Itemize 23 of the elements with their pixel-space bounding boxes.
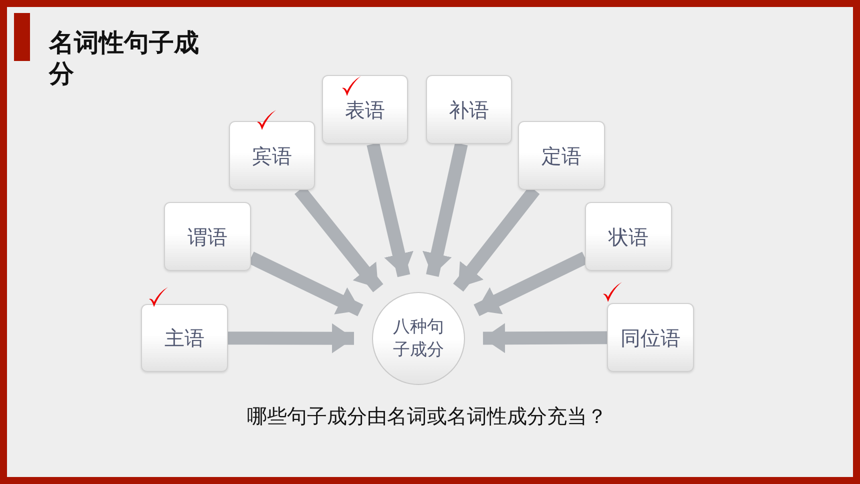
term-label: 表语 <box>345 96 385 122</box>
term-label: 补语 <box>449 96 489 122</box>
term-box <box>322 75 408 144</box>
term-label: 同位语 <box>620 324 680 350</box>
term-label: 主语 <box>164 325 204 351</box>
term-box <box>426 75 512 144</box>
term-label: 宾语 <box>252 142 292 168</box>
term-box <box>229 121 315 190</box>
center-label: 八种句子成分 <box>392 316 445 361</box>
term-label: 状语 <box>608 224 648 250</box>
term-box <box>585 202 672 271</box>
term-box <box>164 202 251 271</box>
arrow <box>482 323 608 354</box>
arrow <box>228 323 354 354</box>
term-box <box>607 303 694 372</box>
term-box <box>141 304 228 372</box>
arrow <box>422 142 468 277</box>
question-text: 哪些句子成分由名词或名词性成分充当？ <box>246 403 608 430</box>
slide-title: 名词性句子成分 <box>49 27 200 89</box>
arrow <box>366 142 414 278</box>
term-label: 定语 <box>542 142 582 168</box>
term-label: 谓语 <box>188 224 228 250</box>
term-box <box>518 121 605 190</box>
